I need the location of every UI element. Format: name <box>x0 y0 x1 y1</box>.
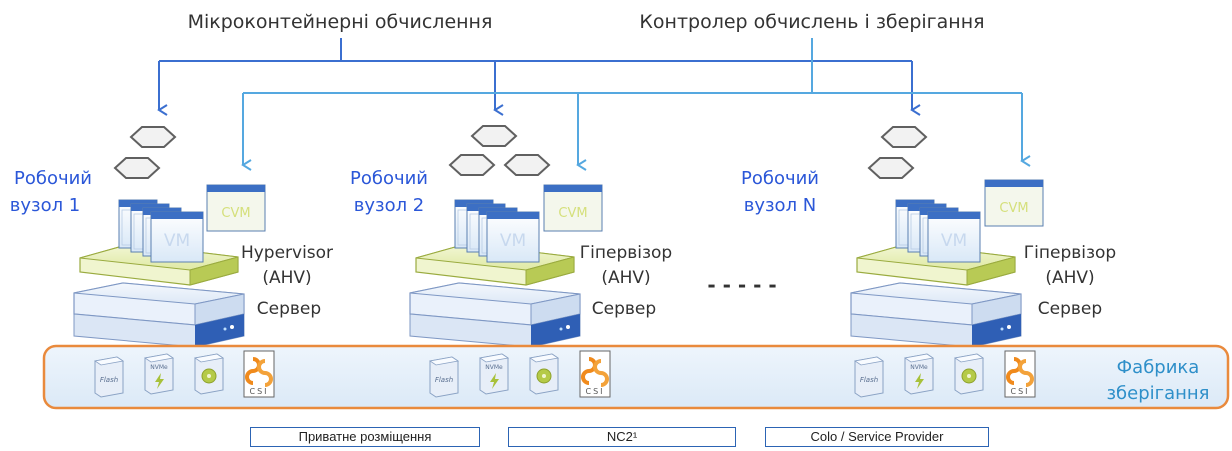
flash-drive-icon: Flash <box>94 356 124 398</box>
disk-drive-icon <box>529 353 559 395</box>
svg-text:NVMe: NVMe <box>150 364 168 371</box>
vm-label: VM <box>941 231 967 251</box>
worker-node-n: Робочий вузол N <box>741 126 1116 348</box>
node-title-line1: Робочий <box>741 168 819 189</box>
vm-stack: VM <box>118 199 204 263</box>
svg-text:CSI: CSI <box>1010 387 1029 396</box>
controller-arrows <box>241 38 1031 171</box>
flash-drive-icon: Flash <box>854 356 884 398</box>
server-chassis <box>850 282 1022 348</box>
disk-drive-icon <box>194 353 224 395</box>
csi-logo-icon: CSI <box>1004 350 1036 398</box>
hypervisor-label-line1: Гіпервізор <box>580 243 672 263</box>
server-chassis <box>409 282 581 348</box>
server-label: Сервер <box>1038 299 1102 319</box>
nodes-ellipsis: - - - - - <box>707 273 776 297</box>
svg-text:NVMe: NVMe <box>485 364 503 371</box>
cvm-label: CVM <box>999 201 1028 216</box>
deployment-colo: Colo / Service Provider <box>765 427 989 447</box>
svg-text:Flash: Flash <box>435 376 453 384</box>
vm-label: VM <box>500 231 526 251</box>
storage-media-group-3: Flash NVMe CSI <box>854 350 1036 398</box>
container-hexagons <box>449 125 550 176</box>
worker-node-2: Робочий вузол 2 <box>350 125 672 348</box>
vm-label: VM <box>164 231 190 251</box>
cvm-label: CVM <box>558 206 587 221</box>
svg-text:NVMe: NVMe <box>910 364 928 371</box>
hypervisor-label-line2: (AHV) <box>262 268 311 288</box>
vm-stack: VM <box>895 199 981 263</box>
controller-label: Контролер обчислень і зберігання <box>639 11 984 33</box>
container-hex-icon <box>471 125 517 147</box>
cvm-label: CVM <box>221 206 250 221</box>
cvm-window: CVM <box>206 184 266 232</box>
server-label: Сервер <box>592 299 656 319</box>
server-chassis <box>73 282 245 348</box>
nvme-drive-icon: NVMe <box>479 353 509 395</box>
deployment-nc2: NC2¹ <box>508 427 736 447</box>
svg-text:CSI: CSI <box>249 387 268 396</box>
node-title-line2: вузол N <box>744 195 817 216</box>
microcontainer-label: Мікроконтейнерні обчислення <box>188 11 493 33</box>
disk-drive-icon <box>954 353 984 395</box>
node-title-line1: Робочий <box>14 168 92 189</box>
cvm-window: CVM <box>984 179 1044 227</box>
nvme-drive-icon: NVMe <box>904 353 934 395</box>
node-title-line2: вузол 2 <box>354 195 425 216</box>
nvme-drive-icon: NVMe <box>144 353 174 395</box>
fabric-label-line1: Фабрика <box>1117 357 1200 378</box>
fabric-label-line2: зберігання <box>1106 383 1209 404</box>
worker-node-1: Робочий вузол 1 <box>10 126 333 348</box>
hypervisor-label-line1: Гіпервізор <box>1024 243 1116 263</box>
container-hex-icon <box>504 154 550 176</box>
container-hexagons <box>114 126 176 179</box>
svg-text:CSI: CSI <box>585 387 604 396</box>
hypervisor-label-line1: Hypervisor <box>241 243 333 263</box>
svg-text:Flash: Flash <box>100 376 118 384</box>
storage-media-group-1: Flash NVMe CSI <box>94 350 275 398</box>
flash-drive-icon: Flash <box>429 356 459 398</box>
microcontainer-arrows <box>157 38 921 116</box>
container-hexagons <box>868 126 927 179</box>
deployment-private: Приватне розміщення <box>250 427 480 447</box>
container-hex-icon <box>868 157 914 179</box>
vm-stack: VM <box>454 199 540 263</box>
container-hex-icon <box>114 157 160 179</box>
server-label: Сервер <box>257 299 321 319</box>
svg-text:Flash: Flash <box>860 376 878 384</box>
container-hex-icon <box>130 126 176 148</box>
hypervisor-label-line2: (AHV) <box>601 268 650 288</box>
storage-media-group-2: Flash NVMe CSI <box>429 350 611 398</box>
csi-logo-icon: CSI <box>243 350 275 398</box>
container-hex-icon <box>449 154 495 176</box>
csi-logo-icon: CSI <box>579 350 611 398</box>
container-hex-icon <box>881 126 927 148</box>
hypervisor-label-line2: (AHV) <box>1045 268 1094 288</box>
node-title-line2: вузол 1 <box>10 195 81 216</box>
node-title-line1: Робочий <box>350 168 428 189</box>
storage-fabric: Фабрика зберігання Flash NVMe C <box>42 344 1230 410</box>
cvm-window: CVM <box>543 184 603 232</box>
